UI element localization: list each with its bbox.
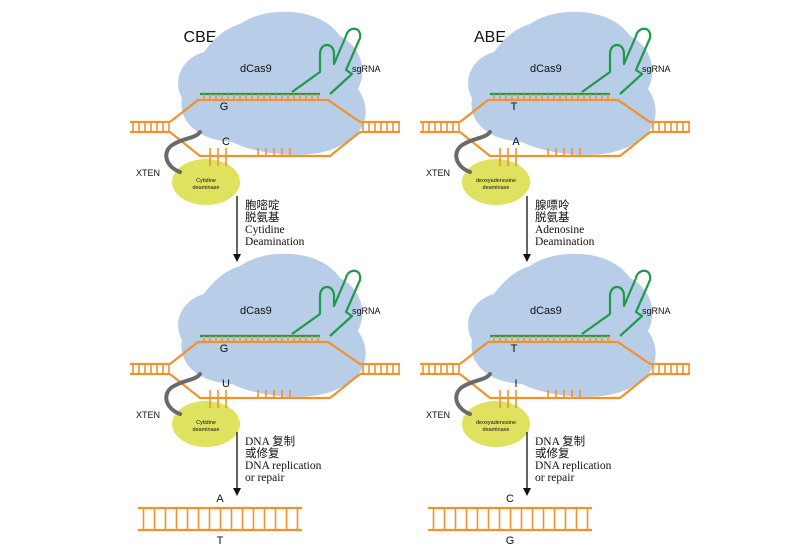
abe-bottom-sgrna-label: sgRNA <box>642 306 671 316</box>
cbe-bottom-xten-label: XTEN <box>136 410 160 420</box>
cbe-product-dna <box>138 506 302 532</box>
cbe-bottom-sgrna-label: sgRNA <box>352 306 381 316</box>
abe-product-dna <box>428 506 592 532</box>
abe-bottom-edited-base: I <box>514 378 517 390</box>
abe-bottom-dna-left <box>420 362 460 376</box>
abe-replication-step-arrowhead <box>523 488 531 496</box>
cbe-top-dcas9-label: dCas9 <box>240 63 272 75</box>
abe-bottom-target-strand <box>459 340 651 365</box>
abe-top-dna-left <box>420 120 460 134</box>
cbe-bottom-nontarget-strand <box>169 373 361 400</box>
abe-top-xten-label: XTEN <box>426 168 450 178</box>
cbe-top-target-base: G <box>220 101 229 113</box>
cbe-title: CBE <box>184 29 217 46</box>
cbe-deamination-step-text-0: 胞嘧啶 <box>245 198 280 212</box>
abe-deamination-step-text-1: 脱氨基 <box>535 210 570 224</box>
abe-deamination-step-arrowhead <box>523 254 531 262</box>
abe-bottom-deaminase-label-2: deaminase <box>483 427 510 433</box>
cbe-bottom-dcas9-label: dCas9 <box>240 305 272 317</box>
cbe-top-dna-right <box>360 120 400 134</box>
abe-product-base-upper: C <box>506 493 514 505</box>
abe-bottom-deaminase <box>462 401 530 447</box>
abe-title: ABE <box>474 29 506 46</box>
cbe-deamination-step-arrowhead <box>233 254 241 262</box>
abe-deamination-step-text-0: 腺嘌呤 <box>535 198 570 212</box>
abe-top-sgrna <box>581 27 652 95</box>
abe-top-target-strand <box>459 98 651 123</box>
abe-top-target-base: T <box>511 101 518 113</box>
abe-replication-step-text-1: 或修复 <box>535 446 570 460</box>
cbe-top-target-strand <box>169 98 361 123</box>
cbe-top-deaminase <box>172 159 240 205</box>
abe-bottom-dcas9-label: dCas9 <box>530 305 562 317</box>
cbe-bottom-sgrna <box>291 269 362 337</box>
cbe-top-sgrna-label: sgRNA <box>352 64 381 74</box>
cbe-bottom-dna-left <box>130 362 170 376</box>
abe-top-sgrna-label: sgRNA <box>642 64 671 74</box>
cbe-bottom-target-base: G <box>220 343 229 355</box>
cbe-top-edited-base: C <box>222 136 230 148</box>
cbe-top-sgrna <box>291 27 362 95</box>
cbe-bottom-edited-base: U <box>222 378 230 390</box>
abe-deamination-step-text-3: Deamination <box>535 236 595 248</box>
cbe-deamination-step-text-1: 脱氨基 <box>245 210 280 224</box>
cbe-product-base-lower: T <box>217 535 224 547</box>
abe-top-dna-right <box>650 120 690 134</box>
cbe-top-xten-label: XTEN <box>136 168 160 178</box>
abe-bottom-xten-label: XTEN <box>426 410 450 420</box>
abe-top-dcas9-protein <box>468 11 656 155</box>
cbe-bottom-target-strand <box>169 340 361 365</box>
abe-bottom-sgrna <box>581 269 652 337</box>
cbe-top-dcas9-protein <box>178 11 366 155</box>
abe-top-deaminase-label: deoxyadenosine <box>476 178 516 184</box>
cbe-top-deaminase-label-2: deaminase <box>193 185 220 191</box>
abe-replication-step-text-2: DNA replication <box>535 460 612 472</box>
cbe-bottom-xten-linker <box>164 372 202 416</box>
cbe-top-nontarget-strand <box>169 131 361 158</box>
abe-replication-step-text-0: DNA 复制 <box>535 435 585 448</box>
cbe-bottom-dcas9-protein <box>178 253 366 397</box>
abe-top-nontarget-strand <box>459 131 651 158</box>
abe-deamination-step-text-2: Adenosine <box>535 224 584 236</box>
cbe-deamination-step-text-2: Cytidine <box>245 224 285 236</box>
cbe-replication-step-text-0: DNA 复制 <box>245 435 295 448</box>
cbe-bottom-deaminase <box>172 401 240 447</box>
cbe-bottom-deaminase-label-2: deaminase <box>193 427 220 433</box>
cbe-product-base-upper: A <box>216 493 224 505</box>
cbe-top-deaminase-label: Cytidine <box>196 178 216 184</box>
abe-top-deaminase <box>462 159 530 205</box>
abe-bottom-nontarget-strand <box>459 373 651 400</box>
abe-bottom-dna-right <box>650 362 690 376</box>
cbe-replication-step-text-2: DNA replication <box>245 460 322 472</box>
cbe-replication-step-arrowhead <box>233 488 241 496</box>
abe-bottom-target-base: T <box>511 343 518 355</box>
abe-top-xten-linker <box>454 130 492 174</box>
abe-bottom-deaminase-label: deoxyadenosine <box>476 420 516 426</box>
cbe-deamination-step-text-3: Deamination <box>245 236 305 248</box>
cbe-top-xten-linker <box>164 130 202 174</box>
cbe-top-dna-left <box>130 120 170 134</box>
abe-product-base-lower: G <box>506 535 515 547</box>
abe-top-dcas9-label: dCas9 <box>530 63 562 75</box>
abe-top-edited-base: A <box>512 136 520 148</box>
cbe-replication-step-text-3: or repair <box>245 472 284 484</box>
abe-replication-step-text-3: or repair <box>535 472 574 484</box>
cbe-replication-step-text-1: 或修复 <box>245 446 280 460</box>
cbe-bottom-deaminase-label: Cytidine <box>196 420 216 426</box>
abe-top-deaminase-label-2: deaminase <box>483 185 510 191</box>
abe-bottom-xten-linker <box>454 372 492 416</box>
cbe-bottom-dna-right <box>360 362 400 376</box>
abe-bottom-dcas9-protein <box>468 253 656 397</box>
